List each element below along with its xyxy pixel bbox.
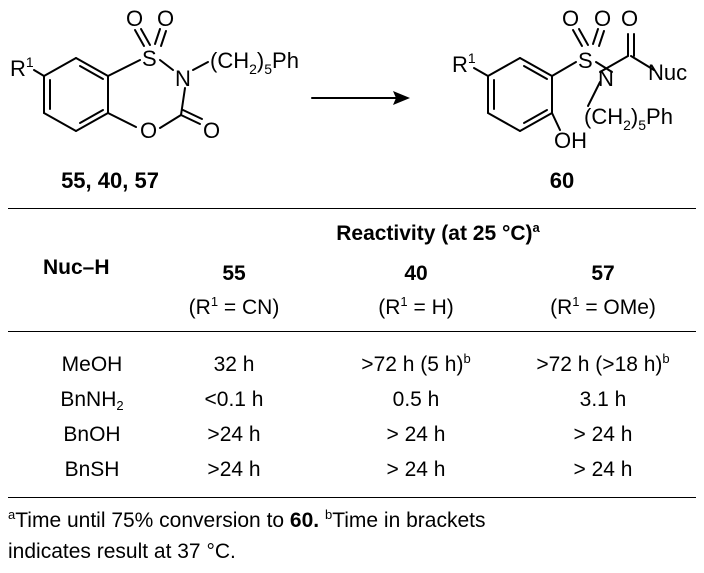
reaction-arrow-head — [393, 91, 410, 105]
column-header-55: 55 — [222, 262, 246, 285]
r1-label-reactant: R1 — [10, 54, 34, 81]
column-subheader-40: (R1 = H) — [378, 294, 454, 319]
nitrogen-label-reactant: N — [175, 66, 191, 91]
footnote-line-1: aTime until 75% conversion to 60. bTime … — [8, 507, 486, 532]
nuc-cell: BnOH — [63, 423, 121, 446]
column-header-nuc: Nuc–H — [43, 256, 110, 279]
nitrogen-label-product: N — [598, 66, 614, 91]
reaction-scheme: R1 O O S N (CH2)5Ph O O 55, 40, 57 R1 O … — [10, 6, 687, 193]
chain-label-product: (CH2)5Ph — [584, 104, 673, 133]
value-cell-57: > 24 h — [573, 458, 633, 481]
sulfur-label-product: S — [578, 48, 593, 73]
value-cell-40: > 24 h — [386, 423, 446, 446]
table-header-rule — [8, 331, 696, 332]
sulfur-label-reactant: S — [142, 46, 157, 71]
value-cell-57: >72 h (>18 h)b — [536, 351, 670, 376]
value-cell-55: >24 h — [207, 423, 261, 446]
value-cell-40: > 24 h — [386, 458, 446, 481]
sulfonyl-o2-reactant: O — [157, 6, 174, 31]
nuc-cell: BnNH2 — [60, 388, 124, 413]
table-top-rule — [8, 208, 696, 209]
reactant-compound-ids: 55, 40, 57 — [61, 168, 159, 193]
value-cell-55: <0.1 h — [204, 388, 264, 411]
nuc-cell: BnSH — [64, 458, 120, 481]
column-subheader-55: (R1 = CN) — [188, 294, 280, 319]
column-subheader-57: (R1 = OMe) — [550, 294, 656, 319]
ring-oxygen-reactant: O — [140, 118, 157, 143]
sulfonyl-o1-reactant: O — [126, 6, 143, 31]
carbonyl-oxygen-reactant: O — [203, 118, 220, 143]
value-cell-55: 32 h — [213, 353, 255, 376]
product-compound-id: 60 — [550, 168, 574, 193]
nuc-label-product: Nuc — [648, 60, 687, 85]
value-cell-55: >24 h — [207, 458, 261, 481]
footnote-line-2: indicates result at 37 °C. — [8, 540, 236, 563]
nuc-cell: MeOH — [61, 353, 123, 376]
column-header-57: 57 — [591, 262, 615, 285]
column-header-40: 40 — [404, 262, 428, 285]
sulfonyl-o2-product: O — [594, 6, 611, 31]
table-bottom-rule — [8, 497, 696, 498]
sulfonyl-o1-product: O — [562, 6, 579, 31]
value-cell-40: 0.5 h — [392, 388, 440, 411]
group-header: Reactivity (at 25 °C)a — [336, 220, 540, 245]
r1-label-product: R1 — [452, 50, 476, 77]
chain-label-reactant: (CH2)5Ph — [210, 48, 299, 77]
value-cell-57: > 24 h — [573, 423, 633, 446]
value-cell-40: >72 h (5 h)b — [361, 351, 471, 376]
amide-oxygen-product: O — [621, 6, 638, 31]
value-cell-57: 3.1 h — [579, 388, 627, 411]
hydroxyl-label-product: OH — [554, 128, 587, 153]
